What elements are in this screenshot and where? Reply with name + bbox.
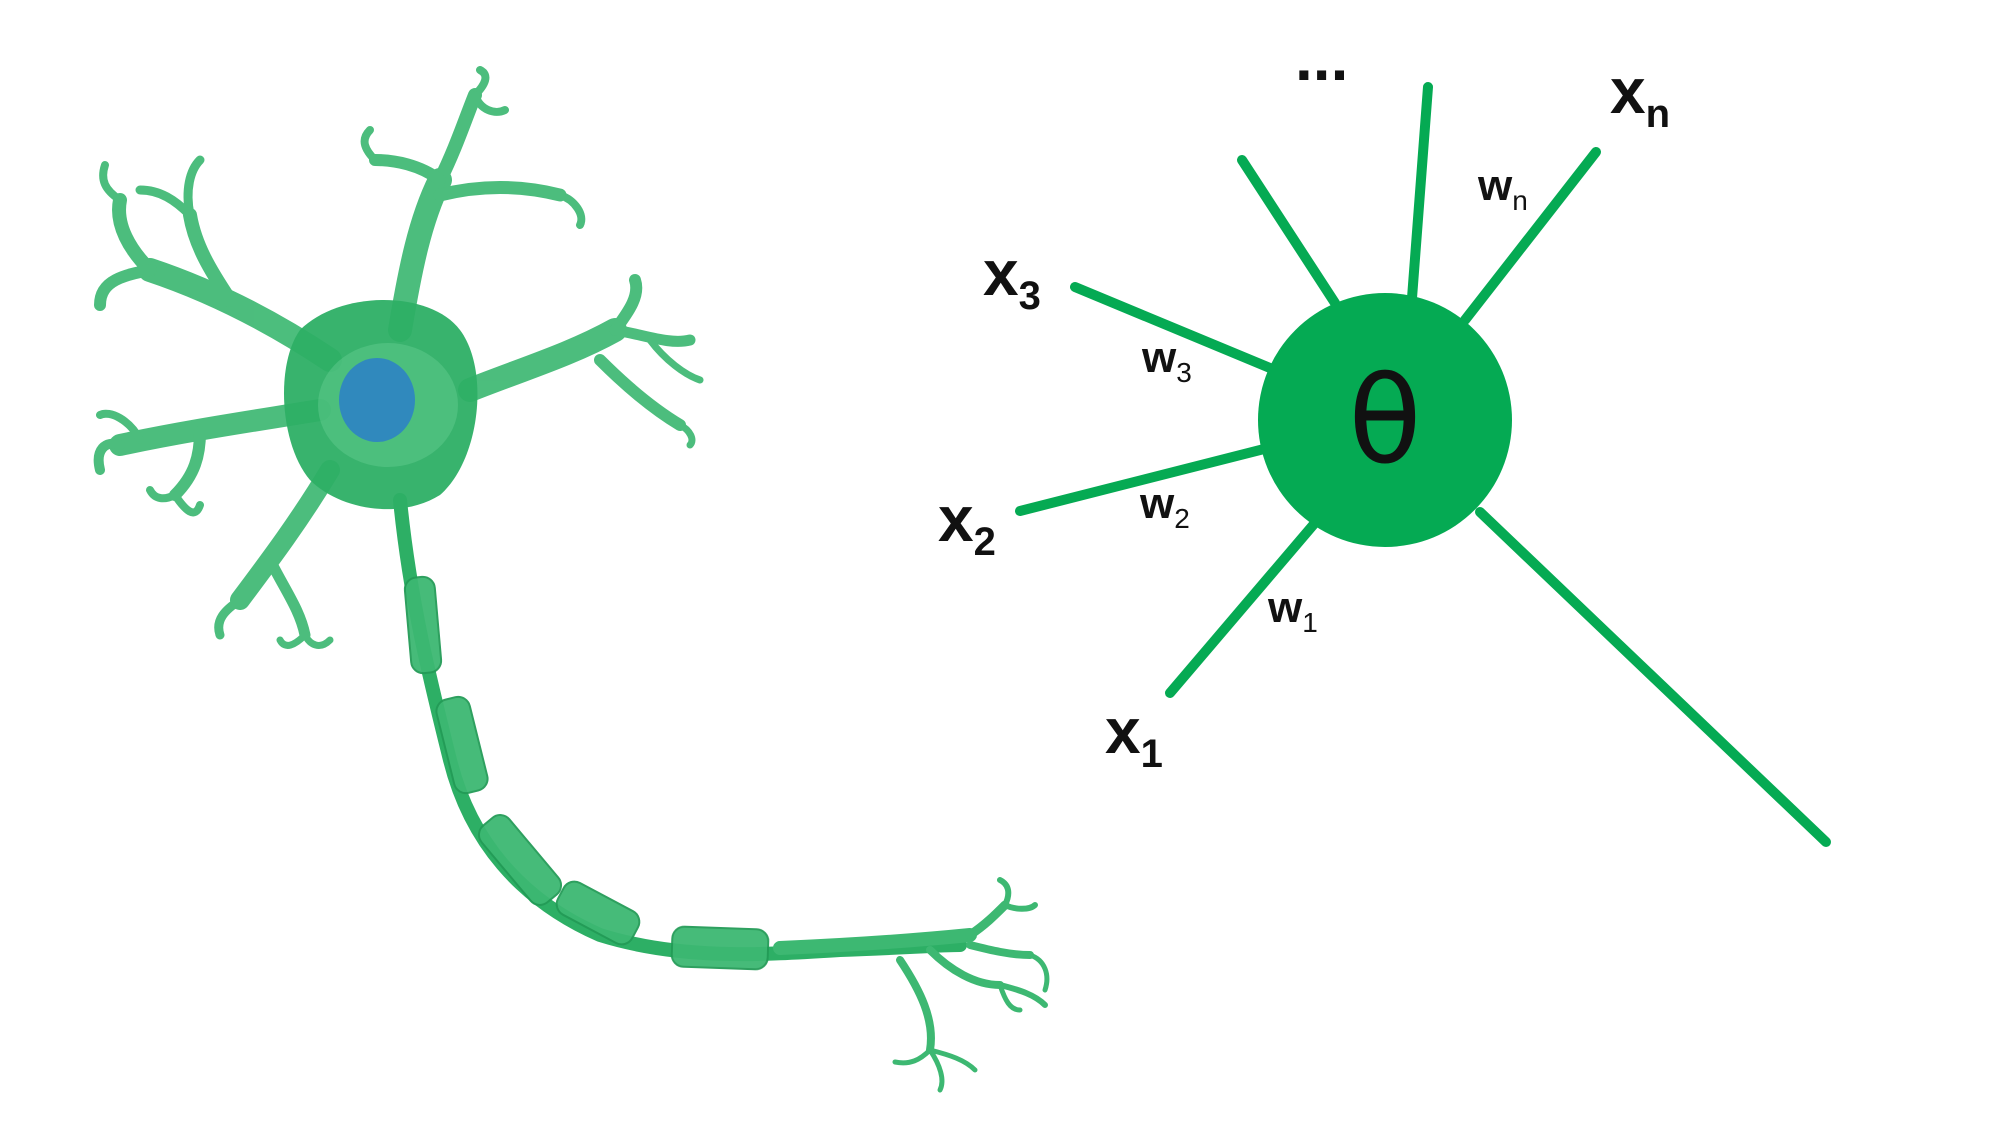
myelin-sheath [403, 575, 770, 971]
output-edge [1475, 507, 1831, 847]
input-edge-1 [1165, 512, 1325, 698]
weight-label-wn: wn [1477, 161, 1528, 216]
nucleus [339, 358, 415, 442]
weight-label-w3: w3 [1141, 333, 1192, 388]
input-label-x1: x1 [1105, 695, 1163, 776]
neuron-node [1258, 293, 1512, 547]
axon [393, 493, 967, 962]
axon-terminals [773, 877, 1050, 1093]
input-label-x3: x3 [983, 237, 1041, 318]
weight-labels: w1 w2 w3 wn [1139, 161, 1528, 638]
weight-label-w2: w2 [1139, 479, 1190, 534]
input-label-x2: x2 [938, 483, 996, 564]
input-edge-2 [1015, 443, 1273, 516]
perceptron-diagram [1015, 82, 1831, 847]
threshold-symbol: θ [1348, 352, 1421, 491]
input-edge-n [1460, 147, 1601, 325]
dendrites [93, 66, 704, 649]
ellipsis-label: ... [1295, 22, 1348, 94]
input-labels: x1 x2 x3 xn ... [938, 22, 1670, 776]
biological-neuron-illustration [93, 66, 1050, 1093]
input-edge-3 [1070, 282, 1275, 373]
weight-label-w1: w1 [1267, 583, 1318, 638]
input-edge-4 [1237, 155, 1340, 308]
input-edge-5 [1407, 82, 1433, 303]
input-label-xn: xn [1610, 55, 1670, 136]
soma [283, 300, 478, 510]
